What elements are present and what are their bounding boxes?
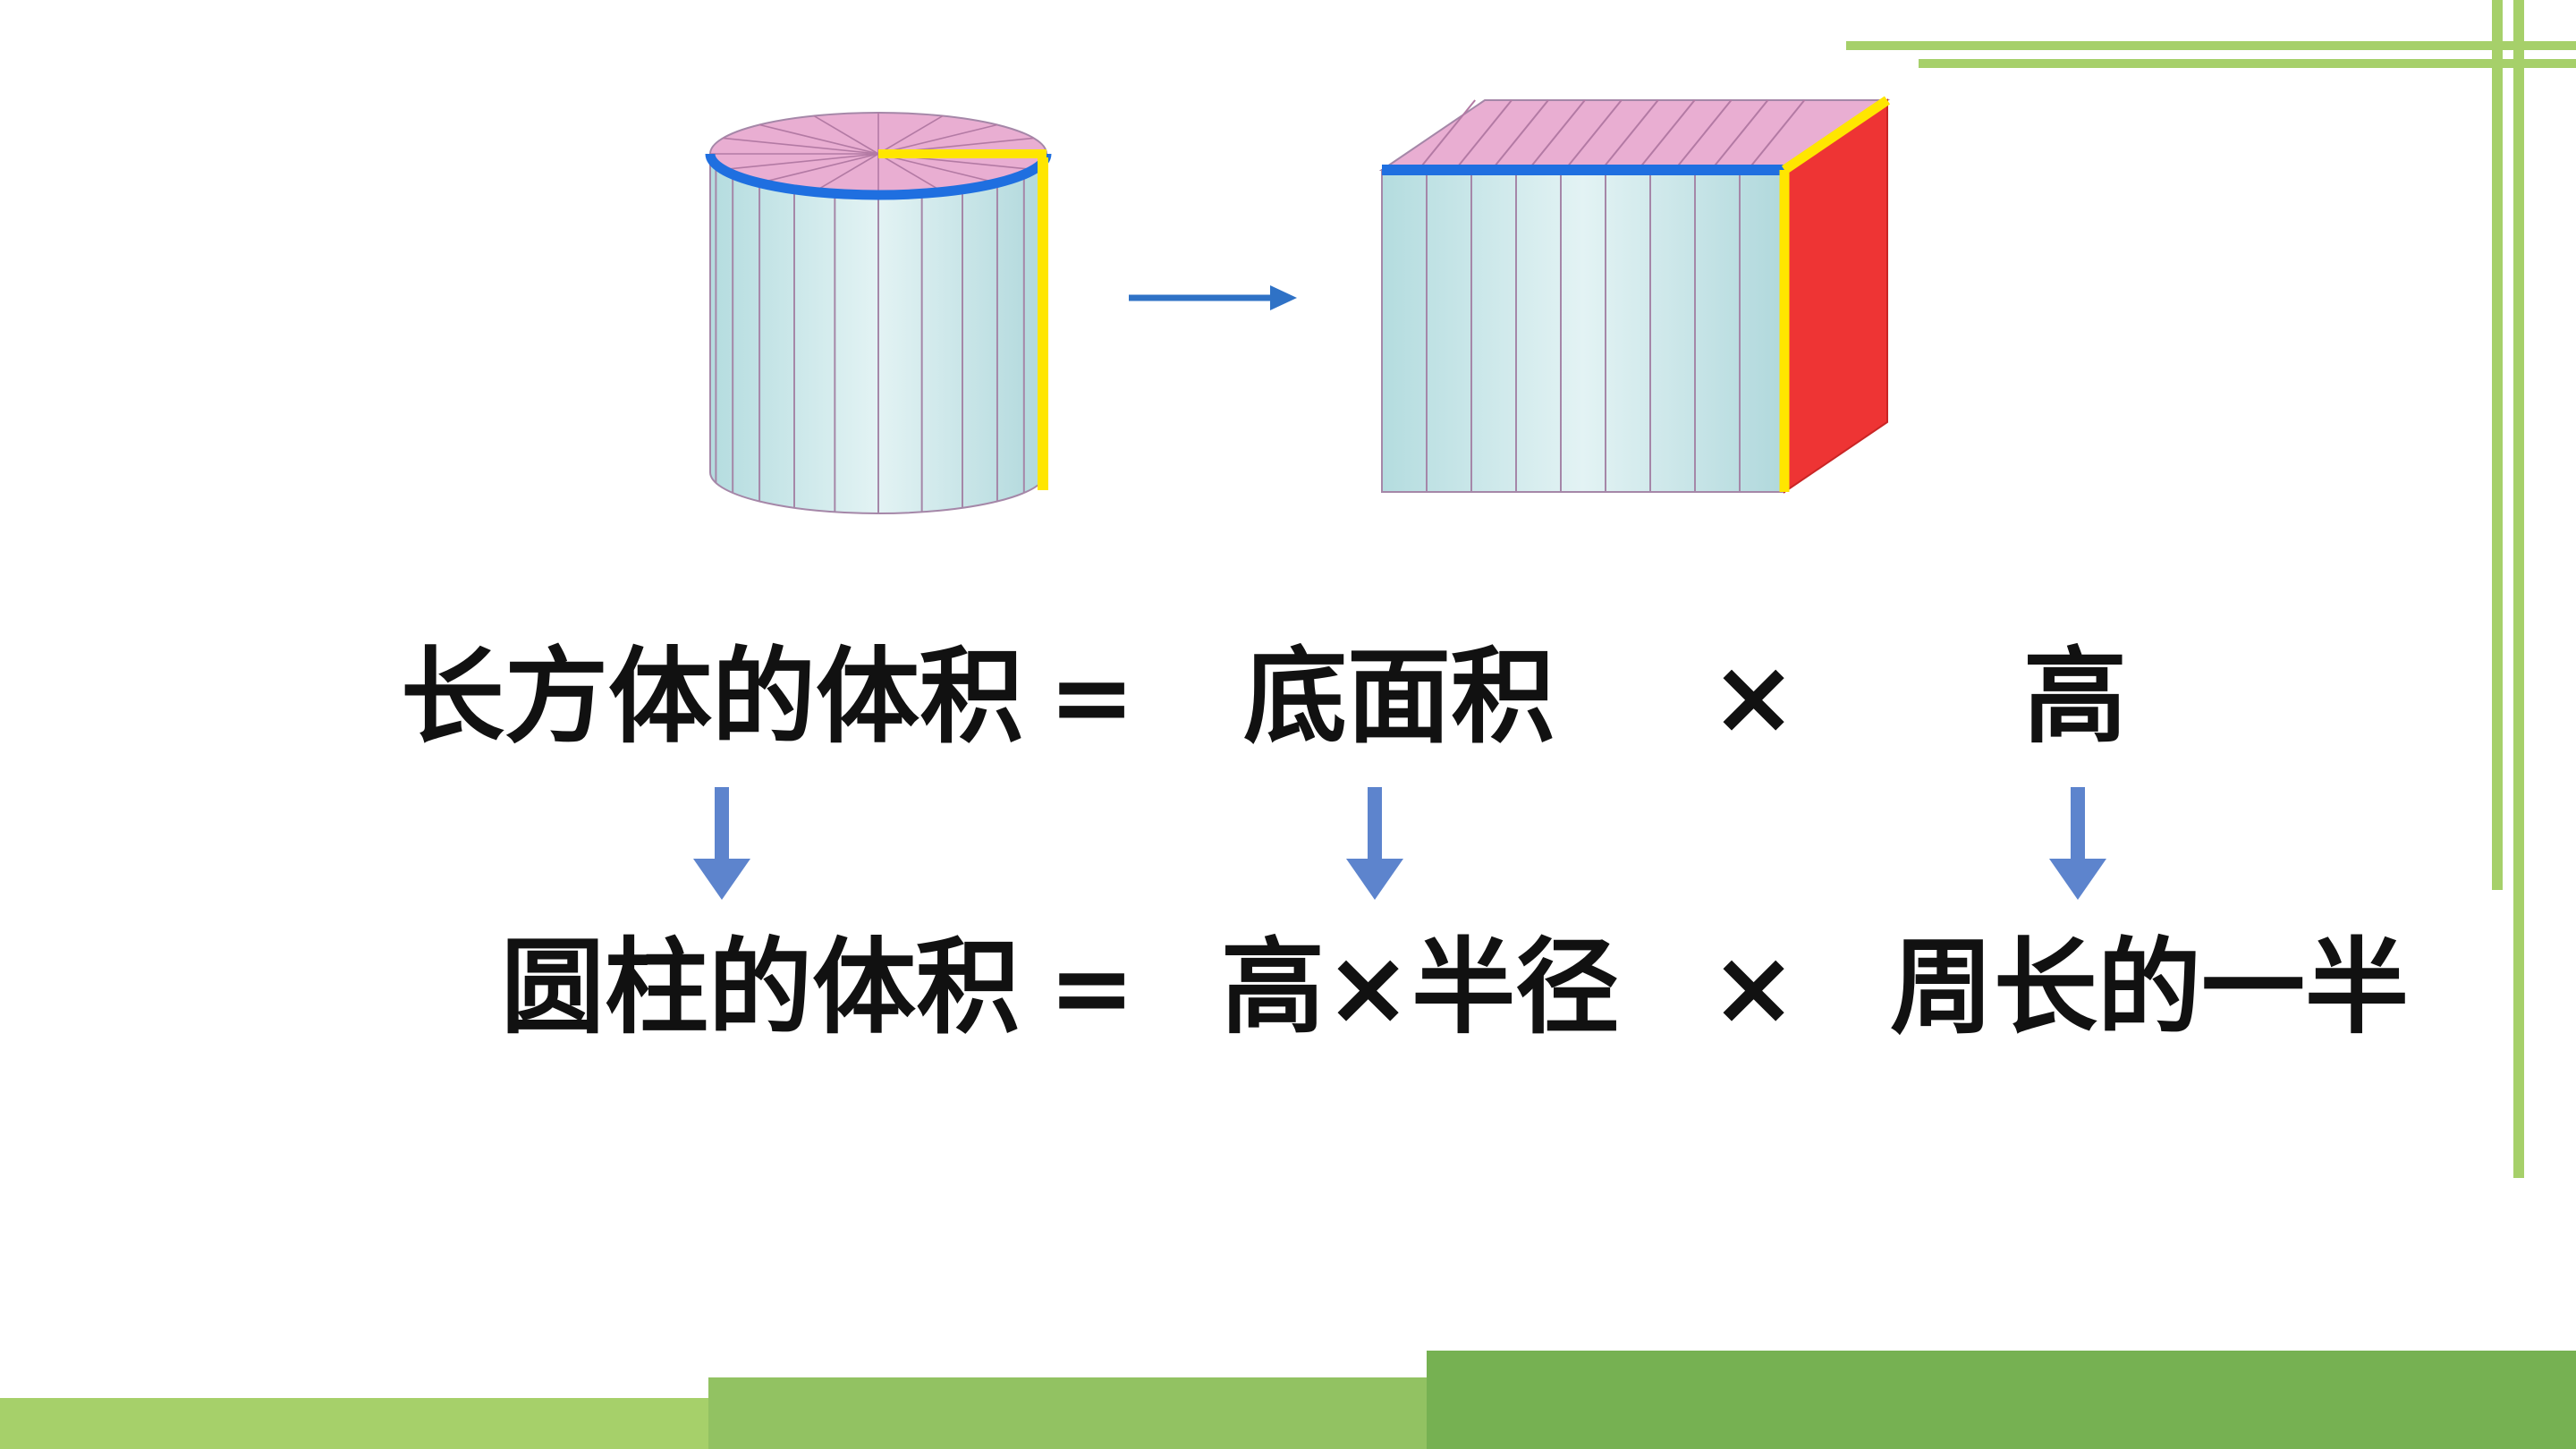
width-edge bbox=[1781, 96, 1891, 174]
bottom-band-right bbox=[1427, 1351, 2576, 1449]
cylinder bbox=[705, 112, 1052, 514]
sector-line bbox=[877, 114, 944, 155]
top-sector-line bbox=[1563, 99, 1623, 171]
top-sector-line bbox=[1747, 99, 1806, 171]
cuboid-front-face bbox=[1381, 169, 1785, 493]
bottom-band-left bbox=[0, 1398, 716, 1449]
right-vertical-line-inner bbox=[2513, 0, 2524, 1178]
arrow-head bbox=[1270, 285, 1297, 310]
right-vertical-line-outer bbox=[2492, 0, 2503, 890]
arrow-down-icon bbox=[2049, 787, 2106, 900]
formula-row-cylinder: 圆柱的体积 = 高×半径 × 周长的一半 bbox=[0, 926, 2576, 1051]
height-label: 高 bbox=[2023, 637, 2127, 758]
right-arrow-icon bbox=[1129, 285, 1297, 310]
height-times-radius-label: 高×半径 bbox=[1221, 928, 1620, 1048]
sector-line bbox=[877, 153, 944, 193]
times-sign: × bbox=[1710, 637, 1798, 758]
base-area-label: 底面积 bbox=[1243, 637, 1555, 758]
top-sector-line bbox=[1637, 99, 1696, 171]
sector-line bbox=[813, 153, 879, 193]
sector-line bbox=[723, 153, 879, 171]
sector-line bbox=[813, 114, 879, 155]
sector-line bbox=[723, 137, 879, 155]
top-sector-line bbox=[1490, 99, 1549, 171]
half-circumference-edge bbox=[705, 153, 1052, 200]
sector-line bbox=[877, 153, 998, 184]
times-sign: × bbox=[1710, 928, 1798, 1048]
formula-row-cuboid: 长方体的体积 = 底面积 × 高 bbox=[0, 635, 2576, 760]
arrow-down-icon bbox=[693, 787, 750, 900]
sector-line bbox=[758, 153, 879, 184]
arrow-down-icon bbox=[1346, 787, 1403, 900]
equals-sign: = bbox=[1048, 637, 1136, 758]
top-sector-line bbox=[1454, 99, 1513, 171]
top-sector-line bbox=[1600, 99, 1659, 171]
top-right-line-inner bbox=[1919, 59, 2576, 68]
top-sector-line bbox=[1674, 99, 1733, 171]
half-circumference-label: 周长的一半 bbox=[1890, 928, 2409, 1048]
sector-line bbox=[758, 123, 879, 155]
top-sector-line bbox=[1710, 99, 1769, 171]
cylinder-volume-label: 圆柱的体积 bbox=[501, 928, 1020, 1048]
cuboid-volume-label: 长方体的体积 bbox=[401, 637, 1023, 758]
sector-line bbox=[877, 123, 998, 155]
top-sector-line bbox=[1527, 99, 1586, 171]
top-right-line-outer bbox=[1846, 41, 2576, 50]
bottom-band-middle bbox=[708, 1377, 1431, 1449]
cuboid bbox=[1378, 96, 1891, 494]
equals-sign: = bbox=[1048, 928, 1136, 1048]
top-sector-line bbox=[1418, 99, 1476, 171]
